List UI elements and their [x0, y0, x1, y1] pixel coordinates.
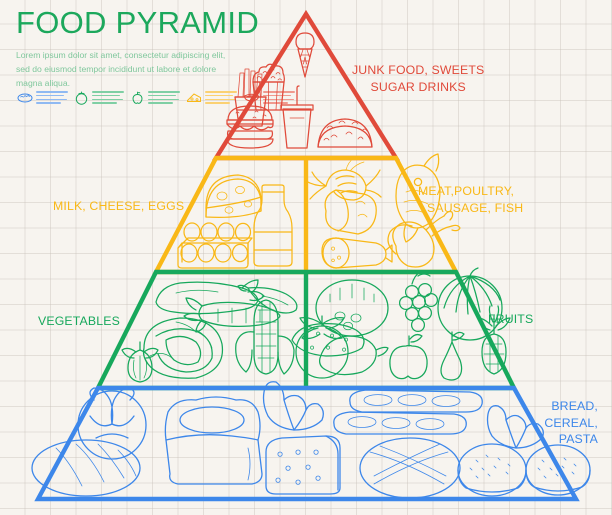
page-title: FOOD PYRAMID — [16, 5, 260, 40]
tier-grains-outline — [34, 385, 580, 502]
legend-lines-bread — [36, 91, 68, 104]
egg-carton-icon — [177, 222, 253, 269]
garlic-icon — [121, 341, 159, 383]
milk-bottle-icon — [253, 184, 293, 267]
tier-label-junk-food-line2: SUGAR DRINKS — [370, 79, 466, 94]
chicken-drumsticks-icon — [387, 210, 461, 268]
fish-icon — [395, 153, 441, 243]
tier-label-grains-line2: CEREAL, — [544, 415, 598, 430]
tier-dairy-protein — [152, 153, 461, 275]
cabbage-icon — [142, 317, 224, 379]
pineapple-icon — [477, 305, 511, 375]
croissant-icon — [262, 381, 324, 431]
page-subtitle: Lorem ipsum dolor sit amet, consectetur … — [16, 50, 226, 89]
grapes-icon — [398, 271, 439, 333]
lemon-icon — [319, 335, 389, 376]
hamburger-icon — [226, 105, 274, 149]
tier-label-grains-line3: PASTA — [558, 432, 598, 446]
tier-label-protein-line2: SAUSAGE, FISH — [427, 200, 524, 215]
corn-icon — [235, 299, 295, 375]
sliced-bread-icon — [265, 435, 341, 495]
chili-pepper-icon — [237, 284, 298, 314]
apple-large-icon — [389, 333, 428, 380]
tomato-large-icon — [295, 315, 349, 379]
ice-cream-cone-icon — [295, 32, 315, 78]
shrimp-icon — [305, 157, 382, 201]
legend-item-cheese — [186, 91, 237, 104]
tier-label-junk-food-line1: JUNK FOOD, SWEETS — [352, 63, 485, 77]
salami-icon — [321, 237, 393, 269]
tier-label-grains-line1: BREAD, — [551, 399, 598, 413]
cheese-icon — [187, 93, 201, 102]
legend-item-tomato — [74, 90, 124, 105]
seeded-bun-icon — [457, 443, 527, 497]
legend-lines-tomato — [92, 91, 124, 104]
croissant-small-icon — [486, 405, 544, 449]
tier-label-junk-food: JUNK FOOD, SWEETS SUGAR DRINKS — [352, 62, 484, 95]
legend-lines-cheese — [205, 91, 237, 104]
header-block: FOOD PYRAMID Lorem ipsum dolor sit amet,… — [16, 6, 266, 91]
tier-produce — [94, 267, 518, 391]
taco-icon — [317, 118, 373, 148]
tier-label-grains: BREAD, CEREAL, PASTA — [536, 398, 598, 448]
flour-bag-icon — [164, 396, 263, 485]
bread-loaf-icon — [31, 439, 141, 497]
tier-label-dairy: MILK, CHEESE, EGGS — [53, 199, 185, 213]
apple-icon — [132, 91, 143, 104]
tier-grains — [31, 381, 591, 502]
soda-cup-icon — [280, 85, 314, 149]
tomato-icon — [75, 91, 88, 105]
tier-label-protein-line1: MEAT,POULTRY, — [418, 184, 515, 198]
baguettes-icon — [333, 389, 483, 435]
eggplant-icon — [155, 279, 265, 315]
melon-icon — [315, 279, 389, 337]
legend-item-apple — [130, 90, 180, 105]
french-fries-icon — [234, 68, 267, 127]
seeded-bun-right-icon — [525, 444, 591, 496]
legend-item-bread — [17, 91, 68, 105]
pear-icon — [440, 331, 465, 381]
tier-label-fruits: FRUITS — [488, 312, 534, 326]
bread-icon — [17, 93, 33, 102]
pretzel-icon — [77, 387, 147, 460]
carrot-icon — [183, 297, 281, 333]
ham-steak-icon — [324, 189, 377, 235]
tier-label-vegetables: VEGETABLES — [38, 314, 120, 328]
cheese-wedge-icon — [205, 174, 262, 218]
round-loaf-icon — [359, 437, 461, 499]
legend-lines-apple — [148, 91, 180, 104]
tier-label-protein: MEAT,POULTRY, SAUSAGE, FISH — [418, 183, 523, 216]
watermelon-icon — [437, 267, 503, 341]
